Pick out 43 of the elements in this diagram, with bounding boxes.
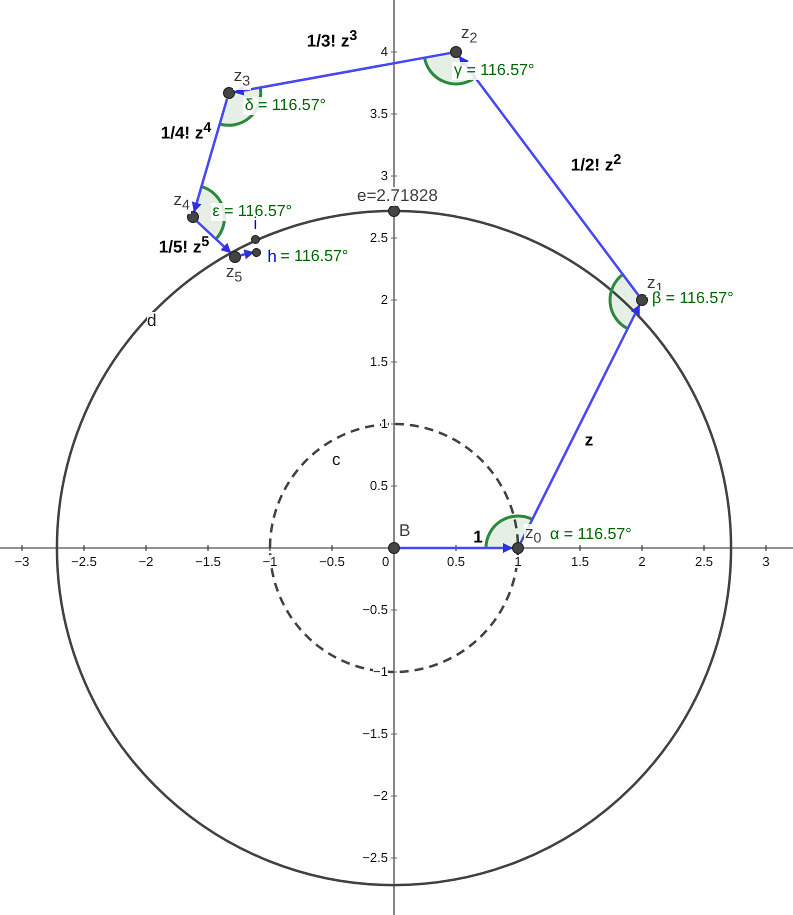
tick-label: 2.5 <box>694 555 714 568</box>
tick-label: 2 <box>638 555 646 568</box>
tick-label: 3 <box>380 169 388 182</box>
tick-label: −1 <box>262 555 278 568</box>
vector-arrow <box>458 56 640 296</box>
tick-label: 4 <box>380 45 388 58</box>
tick-label: 1 <box>514 555 522 568</box>
tick-label: −1 <box>373 665 388 678</box>
tick-label: −2 <box>373 789 388 802</box>
tick-label: −2 <box>138 555 154 568</box>
edge-label: 1/3! z$^{3}$ <box>306 28 358 52</box>
vector-arrow <box>240 249 254 260</box>
vector-arrow <box>196 220 232 254</box>
edge-label: 1/4! z$^{4}$ <box>160 120 212 144</box>
tick-label: 2 <box>380 293 388 306</box>
angle-label: δ = 116.57° <box>242 97 328 115</box>
tick-label: −2.5 <box>362 851 388 864</box>
edge-label: z <box>584 432 594 450</box>
tick-label: 0 <box>382 555 390 568</box>
tick-label: 1.5 <box>370 355 388 368</box>
vector-arrow <box>234 52 450 96</box>
tick-label: −1.5 <box>195 555 221 568</box>
tick-label: 0.5 <box>446 555 466 568</box>
vector-arrow <box>520 304 640 544</box>
tick-label: 3 <box>762 555 770 568</box>
tick-label: 1 <box>380 417 388 430</box>
tick-label: 2.5 <box>370 231 388 244</box>
tick-label: 1.5 <box>570 555 590 568</box>
tick-label: −1.5 <box>362 727 388 740</box>
angle-label: γ = 116.57° <box>452 62 536 80</box>
point-label: e=2.71828 <box>356 186 439 206</box>
tick-label: 0.5 <box>370 479 388 492</box>
vector-arrow <box>192 98 228 212</box>
edge-label: 1/5! z$^{5}$ <box>158 234 210 258</box>
vector-arrow <box>400 543 513 553</box>
tick-label: −2.5 <box>71 555 97 568</box>
tick-label: −3 <box>14 555 30 568</box>
edge-label: 1/2! z$^{2}$ <box>570 152 622 176</box>
circle-label: d <box>147 312 156 329</box>
tick-label: 3.5 <box>370 107 388 120</box>
tick-label: −0.5 <box>362 603 388 616</box>
tick-label: −0.5 <box>319 555 345 568</box>
edge-label: 1 <box>473 528 483 548</box>
